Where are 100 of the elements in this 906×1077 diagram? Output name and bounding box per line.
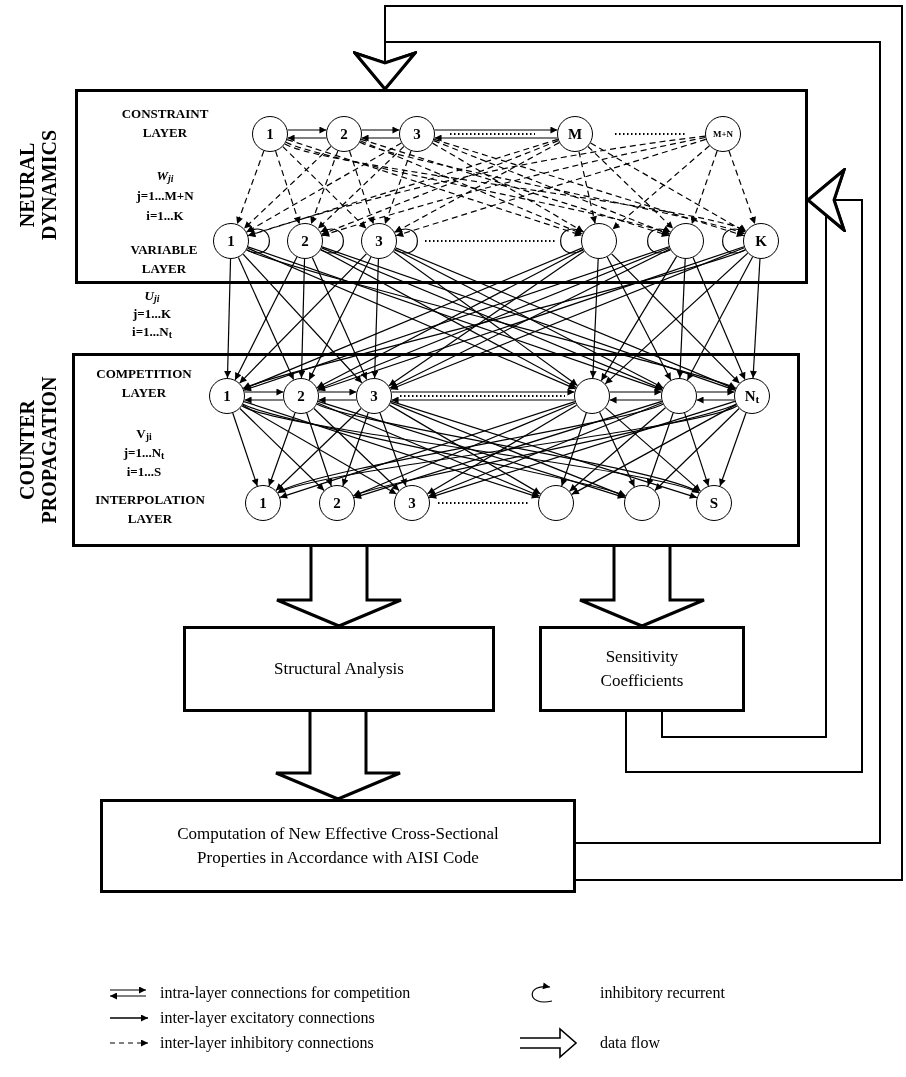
section-title: NEURAL DYNAMICS [16, 129, 60, 242]
recurrent-loop-arrow [560, 226, 584, 254]
arrow [268, 412, 296, 487]
index-range-label: i=1...K [145, 207, 185, 225]
arrow [390, 388, 576, 396]
arrow [360, 126, 401, 134]
arrow [317, 400, 626, 499]
arrow [341, 412, 369, 487]
arrow [749, 258, 761, 379]
index-range-label: j=1...K [131, 305, 173, 323]
dashed-arrow [321, 140, 559, 236]
arrow [608, 388, 663, 396]
process-box: Structural Analysis [183, 626, 495, 712]
dashed-arrow [360, 138, 670, 237]
dashed-arrow [243, 145, 332, 230]
arrow [360, 134, 401, 142]
arrow [719, 412, 747, 487]
legend-label: inter-layer excitatory connections [160, 1008, 375, 1029]
dashed-arrow [384, 150, 412, 225]
arrow [379, 412, 407, 487]
arrow [286, 126, 328, 134]
dashed-arrow [349, 150, 375, 225]
index-range-label: i=1...S [125, 463, 163, 481]
arrow [298, 258, 306, 379]
layer-label: VARIABLE LAYER [129, 241, 199, 278]
legend-label: intra-layer connections for competition [160, 983, 411, 1004]
dashed-arrow [321, 136, 706, 237]
arrow [684, 412, 710, 487]
arrow [317, 396, 358, 404]
arrow [232, 412, 259, 487]
arrow [353, 400, 663, 499]
layer-label: INTERPOLATION LAYER [94, 491, 206, 528]
dashed-arrow [578, 150, 597, 225]
arrow [695, 388, 736, 396]
dashed-arrow [247, 135, 706, 237]
arrow [428, 402, 663, 497]
arrow [239, 407, 325, 492]
data-flow-arrow [274, 710, 402, 801]
dashed-arrow [310, 150, 339, 225]
arrow [426, 404, 578, 495]
arrow [390, 396, 576, 404]
data-flow-arrow [578, 545, 706, 628]
dashed-arrow [728, 150, 756, 225]
section-title: COUNTER PROPAGATION [16, 375, 60, 526]
arrow [571, 404, 737, 495]
weight-label: U$_{ji}$ [143, 287, 161, 305]
arrow [600, 255, 678, 382]
arrow [428, 400, 736, 499]
dashed-arrow [317, 145, 405, 230]
layer-label: COMPETITION LAYER [95, 365, 193, 402]
dashed-arrow [612, 145, 710, 230]
dashed-arrow [587, 145, 674, 230]
data-flow-arrow [275, 545, 403, 628]
arrow [569, 407, 666, 492]
arrow [560, 412, 587, 487]
arrow [279, 400, 576, 499]
legend-label: data flow [600, 1033, 660, 1053]
arrow [646, 412, 674, 487]
arrow [433, 134, 559, 142]
arrow [676, 258, 686, 379]
dashed-arrow [690, 150, 718, 225]
dashed-arrow [246, 142, 402, 233]
index-range-label: j=1...M+N [135, 187, 195, 205]
dashed-arrow [284, 143, 747, 232]
dashed-arrow [433, 138, 745, 237]
legend-label: inter-layer inhibitory connections [160, 1033, 374, 1054]
arrow [388, 404, 542, 495]
dashed-arrow [431, 142, 585, 233]
index-range-label: i=1...N$_{t}$ [131, 323, 173, 341]
feedback-line [625, 168, 863, 773]
process-box: Sensitivity Coefficients [539, 626, 745, 712]
arrow [313, 407, 400, 492]
dashed-arrow [282, 146, 367, 229]
arrow [317, 388, 358, 396]
arrow [306, 412, 333, 487]
arrow [371, 258, 380, 379]
recurrent-loop-arrow [647, 226, 671, 254]
dashed-arrow [286, 138, 583, 237]
arrow [316, 403, 700, 494]
arrow [224, 258, 232, 379]
dashed-arrow [360, 140, 583, 235]
arrow [433, 126, 559, 134]
legend-label: inhibitory recurrent [600, 983, 725, 1004]
weight-label: W$_{ji}$ [155, 167, 175, 185]
dashed-arrow [236, 150, 265, 225]
arrow [243, 388, 285, 396]
arrow [390, 400, 698, 499]
arrow [243, 400, 540, 499]
arrow [243, 396, 285, 404]
arrow [286, 134, 328, 142]
arrow [604, 407, 702, 492]
process-box: Computation of New Effective Cross-Sectional Properties in Accordance with AISI Code [100, 799, 576, 893]
dashed-arrow [395, 138, 707, 237]
index-range-label: j=1...N$_{t}$ [122, 444, 166, 462]
recurrent-loop-arrow [320, 226, 344, 254]
arrow [275, 407, 362, 492]
dashed-arrow [275, 150, 301, 225]
layer-label: CONSTRAINT LAYER [120, 105, 210, 142]
arrow [695, 396, 736, 404]
arrow [317, 402, 540, 497]
